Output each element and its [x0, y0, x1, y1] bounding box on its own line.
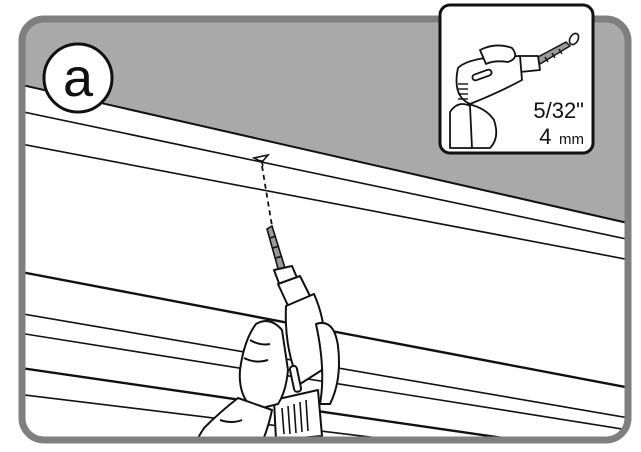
step-badge: a — [44, 44, 112, 112]
drill-size-inset: 5/32" 4 mm — [440, 5, 593, 153]
drill-size-inch: 5/32" — [533, 98, 584, 123]
step-label: a — [63, 48, 94, 108]
drill-size-metric-value: 4 — [539, 124, 551, 149]
drill-size-metric-unit: mm — [559, 131, 584, 148]
